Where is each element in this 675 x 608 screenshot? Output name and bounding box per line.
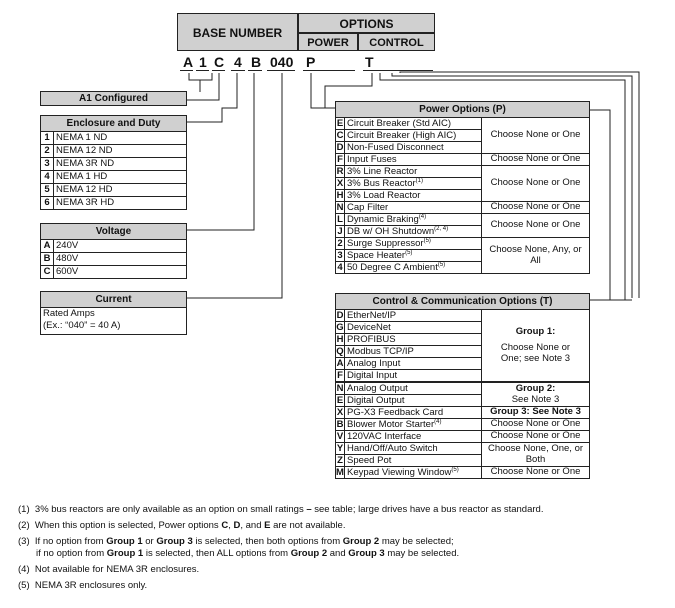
model-b: B: [251, 54, 262, 70]
note-2: (2) When this option is selected, Power …: [18, 520, 346, 531]
current-line2: (Ex.: “040” = 40 A): [43, 320, 121, 331]
base-number-header: BASE NUMBER: [177, 13, 298, 51]
model-p: P: [306, 54, 316, 70]
power-options-title: Power Options (P): [336, 102, 589, 118]
model-amps: 040: [270, 54, 294, 70]
options-header: OPTIONS: [298, 13, 435, 33]
note-1: (1) 3% bus reactors are only available a…: [18, 504, 544, 515]
model-a: A: [183, 54, 194, 70]
note-5: (5) NEMA 3R enclosures only.: [18, 580, 148, 591]
model-t: T: [365, 54, 374, 70]
voltage-title: Voltage: [41, 224, 186, 240]
control-header: CONTROL: [358, 33, 435, 51]
model-1: 1: [199, 54, 207, 70]
current-box: Current Rated Amps (Ex.: “040” = 40 A): [40, 291, 187, 335]
model-c: C: [214, 54, 225, 70]
note-3-continued: if no option from Group 1 is selected, t…: [36, 548, 460, 559]
current-line1: Rated Amps: [43, 308, 95, 319]
note-4: (4) Not available for NEMA 3R enclosures…: [18, 564, 200, 575]
model-4: 4: [234, 54, 242, 70]
model-code: A 1 C 4 B 040 P T: [177, 51, 435, 73]
a1-configured-box: A1 Configured: [40, 91, 187, 106]
control-options-title: Control & Communication Options (T): [336, 294, 589, 310]
enclosure-duty-title: Enclosure and Duty: [41, 116, 186, 132]
current-title: Current: [41, 292, 186, 308]
note-3: (3) If no option from Group 1 or Group 3…: [18, 536, 454, 547]
power-header: POWER: [298, 33, 358, 51]
